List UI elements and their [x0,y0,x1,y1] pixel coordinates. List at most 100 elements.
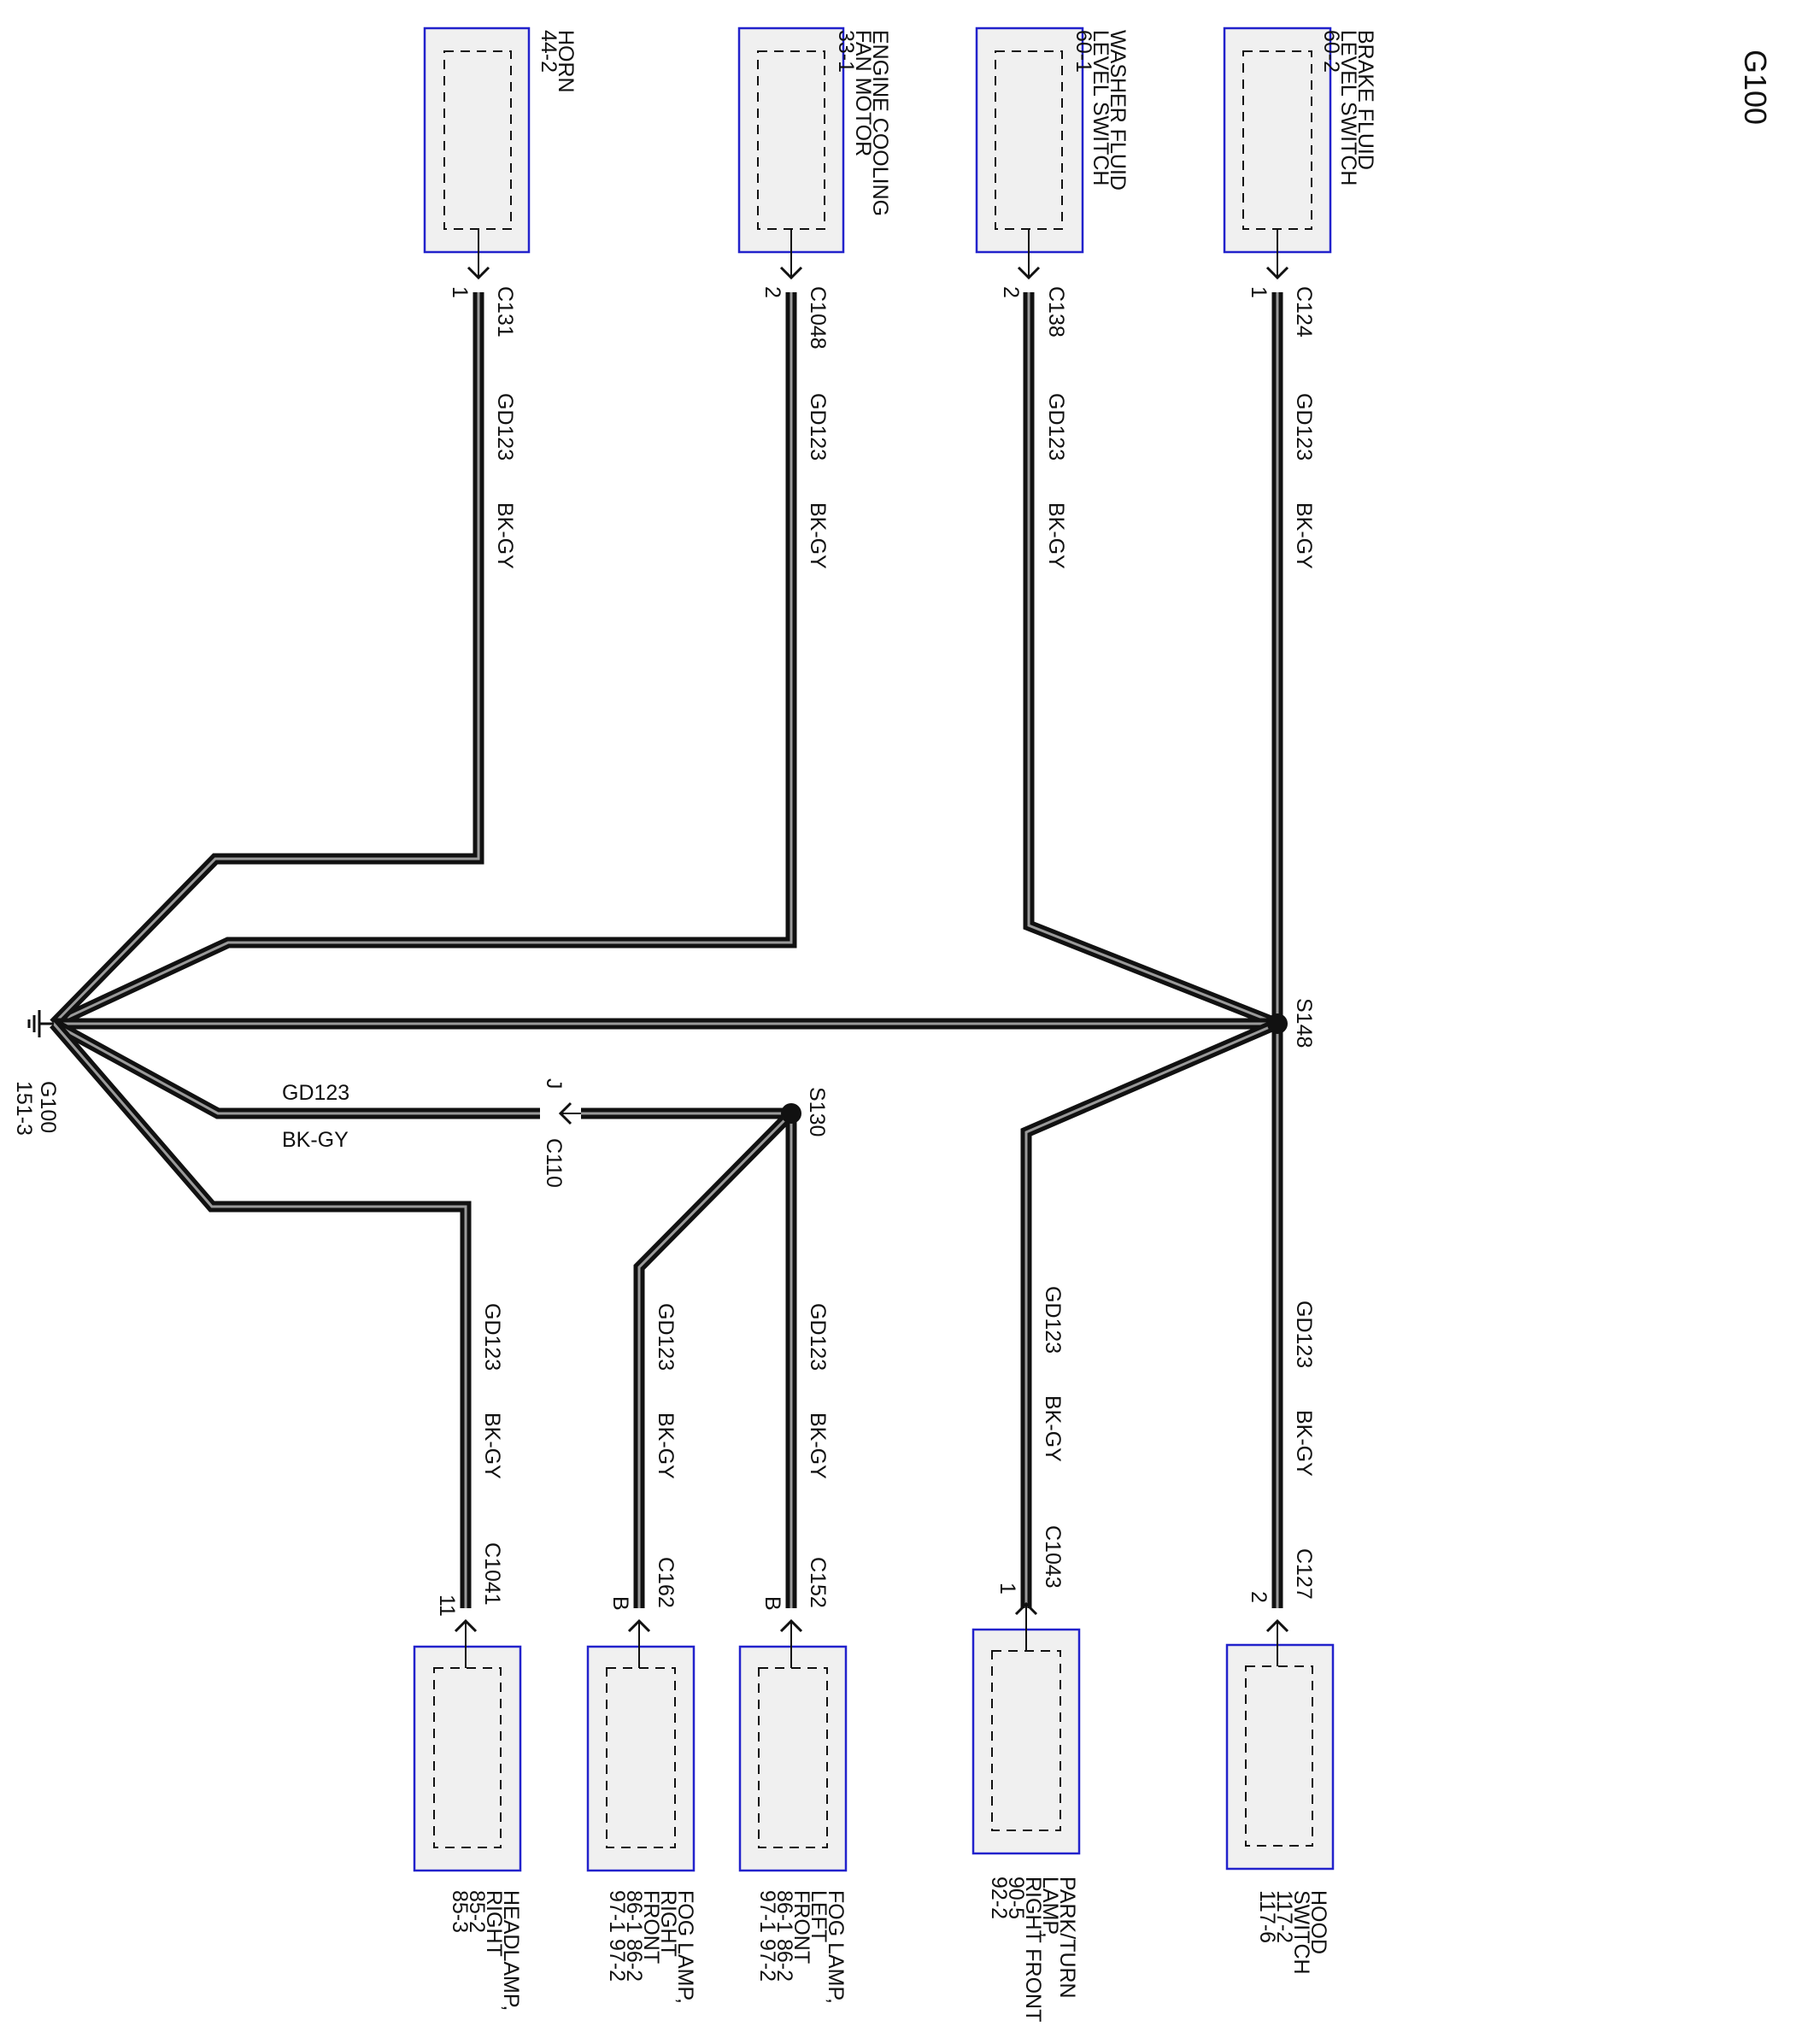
component-fog-lamp-right-front[interactable] [586,1618,696,1872]
washer-pin: 2 [999,286,1023,298]
connector-chevron-icon [1265,266,1289,280]
headlamp-name-line-1: HEADLAMP, [499,1890,523,2011]
ground-icon[interactable] [27,1010,54,1037]
headlamp-name-line-2: RIGHT [482,1890,506,1957]
component-hood-switch[interactable] [1225,1618,1335,1871]
component-engine-cooling-fan-motor[interactable] [737,26,845,280]
connector-chevron-icon [1017,266,1041,280]
connector-chevron-icon [454,1618,478,1633]
fog-right-connector: C162 [654,1557,678,1608]
washer-name-line-2: LEVEL SWITCH [1089,30,1112,185]
fog-right-ref-2: 97-1 97-2 [605,1890,629,1982]
brake-fluid-connector: C124 [1292,286,1316,338]
washer-connector: C138 [1044,286,1068,338]
brake-fluid-circuit: GD123 [1292,393,1316,461]
connector-chevron-icon [467,266,490,280]
headlamp-pin: 11 [435,1595,459,1617]
fog-left-connector: C152 [806,1557,830,1608]
headlamp-wire-color: BK-GY [480,1413,504,1479]
connector-chevron-icon [1014,1601,1038,1616]
hood-name-line-2: SWITCH [1289,1890,1313,1975]
park-turn-name-line-2: LAMP, [1038,1877,1062,1938]
wire-washer-to-s148[interactable] [1023,292,1280,1030]
fog-left-ref-1: 86-1 86-2 [772,1890,796,1982]
brake-fluid-wire-color: BK-GY [1292,502,1316,569]
inline-connector-c110[interactable] [558,1101,581,1125]
component-washer-fluid-level-switch[interactable] [975,26,1084,280]
park-turn-ref-1: 90-5 [1004,1877,1028,1919]
park-turn-ref-2: 92-2 [987,1877,1011,1919]
fog-left-circuit: GD123 [806,1303,830,1371]
wire-c110-to-ground[interactable] [50,1019,540,1119]
park-turn-pin: 1 [995,1583,1019,1595]
horn-wire-color: BK-GY [493,502,517,569]
engine-cooling-circuit: GD123 [806,393,830,461]
fog-right-name-line-1: FOG LAMP, [673,1890,697,2004]
horn-name: HORN [554,30,578,93]
park-turn-name-line-1: PARK/TURN [1055,1877,1079,1999]
fog-left-ref-2: 97-1 97-2 [755,1890,779,1982]
component-fog-lamp-left-front[interactable] [738,1618,848,1872]
hood-connector: C127 [1292,1548,1316,1600]
hood-ref-1: 117-2 [1272,1890,1296,1943]
splice-s130-dot[interactable] [781,1103,801,1124]
fog-right-wire-color: BK-GY [654,1413,678,1479]
fog-right-pin: B [608,1596,632,1611]
engine-cooling-wire-color: BK-GY [806,502,830,569]
brake-fluid-ref: 60-2 [1319,30,1343,73]
headlamp-ref-2: 85-3 [448,1890,472,1933]
park-turn-circuit: GD123 [1041,1286,1065,1354]
connector-chevron-icon [1265,1618,1289,1633]
fog-right-circuit: GD123 [654,1303,678,1371]
splice-s148-label: S148 [1292,998,1316,1048]
park-turn-wire-color: BK-GY [1041,1395,1065,1462]
fog-right-ref-1: 86-1 86-2 [622,1890,646,1982]
fog-left-pin: B [760,1596,784,1611]
brake-fluid-name-line-1: BRAKE FLUID [1353,30,1377,170]
wires [50,292,1283,1608]
park-turn-name-line-3: RIGHT FRONT [1021,1877,1045,2022]
engine-cooling-connector: C1048 [806,286,830,349]
engine-cooling-pin: 2 [760,286,784,298]
component-horn[interactable] [423,26,531,280]
hood-circuit: GD123 [1292,1301,1316,1368]
washer-name-line-1: WASHER FLUID [1106,30,1130,191]
washer-wire-color: BK-GY [1044,502,1068,569]
component-headlamp-right[interactable] [413,1618,522,1872]
wire-headlamp-to-ground[interactable] [50,1019,472,1608]
horn-pin: 1 [448,286,472,298]
horn-connector: C131 [493,286,517,338]
fog-right-name-line-3: FRONT [639,1890,663,1964]
c110-pin-label: J [542,1078,566,1090]
hood-pin: 2 [1247,1591,1271,1603]
fog-left-wire-color: BK-GY [806,1413,830,1479]
wire-engine-cooling-to-ground[interactable] [51,292,797,1029]
brake-fluid-name-line-2: LEVEL SWITCH [1336,30,1360,185]
ground-name-label: G100 [36,1081,60,1133]
component-park-turn-lamp-right-front[interactable] [972,1601,1081,1855]
headlamp-ref-1: 85-2 [465,1890,489,1933]
engine-cooling-ref: 33-1 [834,30,858,73]
hood-name-line-1: HOOD [1306,1890,1330,1954]
wire-park-turn-to-s148[interactable] [1020,1019,1280,1608]
connector-chevron-icon [779,266,803,280]
hood-wire-color: BK-GY [1292,1410,1316,1477]
page-title: G100 [1738,50,1773,125]
wire-fog-right-to-s130[interactable] [633,1109,795,1608]
headlamp-circuit: GD123 [480,1303,504,1371]
splice-s148-dot[interactable] [1267,1013,1288,1034]
hood-ref-2: 117-6 [1255,1890,1279,1943]
c110-circuit-label: GD123 [282,1081,349,1105]
splice-s130-label: S130 [805,1087,829,1137]
connector-chevron-icon [627,1618,651,1633]
wire-horn-to-ground[interactable] [50,292,484,1028]
c110-wire-color-label: BK-GY [282,1128,349,1152]
c110-connector-label: C110 [542,1138,566,1188]
fog-left-name-line-2: LEFT [807,1890,831,1942]
ground-ref-label: 151-3 [12,1081,36,1136]
fog-left-name-line-1: FOG LAMP, [824,1890,848,2004]
engine-cooling-name-line-2: FAN MOTOR [851,30,875,156]
fog-right-name-line-2: RIGHT [656,1890,680,1957]
component-brake-fluid-level-switch[interactable] [1223,26,1332,280]
